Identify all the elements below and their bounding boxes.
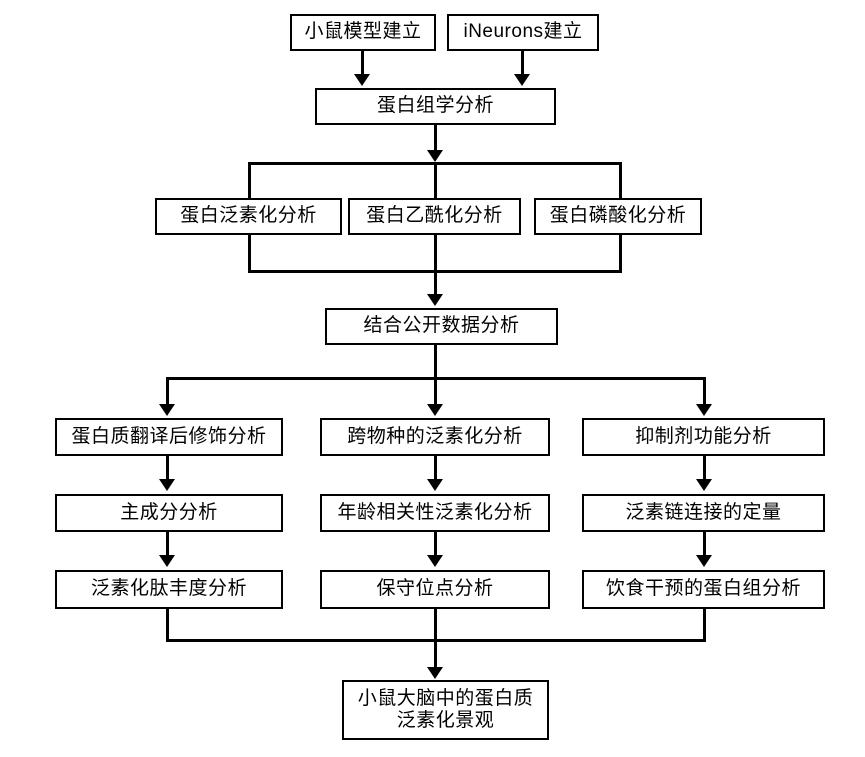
node-final-landscape-line2: 泛素化景观 (396, 710, 495, 731)
node-peptide-abundance[interactable]: 泛素化肽丰度分析 (55, 570, 283, 609)
arrowhead-proteomics-down (427, 150, 443, 162)
connector-crossspecies-to-agerelated (434, 456, 437, 481)
node-phosphorylation[interactable]: 蛋白磷酸化分析 (534, 198, 702, 235)
node-acetylation[interactable]: 蛋白乙酰化分析 (348, 198, 521, 235)
arrowhead-agerelated-to-conserved (427, 555, 443, 567)
branch-col-right (703, 377, 706, 407)
arrowhead-inhibitor-to-chain (696, 479, 712, 491)
merge-right-ptm (619, 235, 622, 273)
connector-publicdata-down (434, 345, 437, 379)
node-final-landscape[interactable]: 小鼠大脑中的蛋白质 泛素化景观 (342, 680, 549, 740)
node-acetylation-label: 蛋白乙酰化分析 (366, 205, 503, 227)
arrowhead-mouse-to-proteomics (354, 74, 370, 86)
arrowhead-merge-to-final (427, 667, 443, 679)
node-ineurons[interactable]: iNeurons建立 (447, 14, 599, 51)
node-peptide-abundance-label: 泛素化肽丰度分析 (90, 578, 247, 600)
node-proteomics[interactable]: 蛋白组学分析 (315, 88, 556, 125)
branch-right-ptm (619, 162, 622, 200)
arrowhead-pca-to-peptide (159, 555, 175, 567)
arrowhead-merge-to-publicdata (427, 294, 443, 306)
node-final-landscape-line1: 小鼠大脑中的蛋白质 (357, 687, 534, 709)
node-conserved-site[interactable]: 保守位点分析 (320, 570, 550, 609)
branch-col-left (166, 377, 169, 407)
merge-mid-ptm (434, 235, 437, 273)
connector-mouse-to-proteomics (361, 51, 364, 76)
node-age-related[interactable]: 年龄相关性泛素化分析 (320, 494, 550, 532)
node-cross-species[interactable]: 跨物种的泛素化分析 (320, 418, 550, 456)
branch-mid-ptm (434, 162, 437, 200)
node-cross-species-label: 跨物种的泛素化分析 (347, 425, 523, 447)
arrowhead-crossspecies-to-agerelated (427, 479, 443, 491)
merge-col-left (166, 609, 169, 642)
node-chain-linkage[interactable]: 泛素链连接的定量 (582, 494, 825, 532)
node-pca[interactable]: 主成分分析 (55, 494, 283, 532)
node-pca-label: 主成分分析 (120, 501, 218, 523)
branch-col-mid (434, 377, 437, 407)
arrowhead-ineurons-to-proteomics (514, 74, 530, 86)
node-ptm-analysis-label: 蛋白质翻译后修饰分析 (71, 425, 267, 447)
branch-left-ptm (248, 162, 251, 200)
node-chain-linkage-label: 泛素链连接的定量 (625, 501, 782, 523)
node-conserved-site-label: 保守位点分析 (376, 578, 494, 600)
arrowhead-col-left (159, 404, 175, 416)
connector-ineurons-to-proteomics (521, 51, 524, 76)
connector-inhibitor-to-chain (703, 456, 706, 481)
arrowhead-ptm-to-pca (159, 479, 175, 491)
node-mouse-model[interactable]: 小鼠模型建立 (290, 14, 436, 51)
merge-left-ptm (248, 235, 251, 273)
node-inhibitor[interactable]: 抑制剂功能分析 (582, 418, 825, 456)
node-ubiquitination[interactable]: 蛋白泛素化分析 (155, 198, 342, 235)
merge-col-mid (434, 609, 437, 642)
node-phosphorylation-label: 蛋白磷酸化分析 (549, 205, 687, 227)
arrowhead-col-right (696, 404, 712, 416)
node-ptm-analysis[interactable]: 蛋白质翻译后修饰分析 (55, 418, 283, 456)
connector-ptm-to-pca (166, 456, 169, 481)
node-inhibitor-label: 抑制剂功能分析 (635, 425, 772, 447)
connector-chain-to-diet (703, 532, 706, 557)
node-age-related-label: 年龄相关性泛素化分析 (337, 501, 533, 523)
node-public-data-label: 结合公开数据分析 (363, 315, 520, 337)
node-ineurons-label: iNeurons建立 (463, 21, 583, 43)
node-mouse-model-label: 小鼠模型建立 (304, 21, 422, 43)
connector-pca-to-peptide (166, 532, 169, 557)
node-diet-proteome-label: 饮食干预的蛋白组分析 (605, 578, 801, 600)
arrowhead-chain-to-diet (696, 555, 712, 567)
connector-merge-to-final (434, 639, 437, 671)
arrowhead-col-mid (427, 404, 443, 416)
connector-agerelated-to-conserved (434, 532, 437, 557)
node-proteomics-label: 蛋白组学分析 (376, 95, 494, 117)
connector-proteomics-down (434, 125, 437, 152)
node-diet-proteome[interactable]: 饮食干预的蛋白组分析 (582, 570, 825, 609)
node-ubiquitination-label: 蛋白泛素化分析 (180, 205, 317, 227)
connector-merge-to-publicdata (434, 270, 437, 298)
merge-col-right (703, 609, 706, 642)
node-public-data[interactable]: 结合公开数据分析 (325, 308, 558, 345)
